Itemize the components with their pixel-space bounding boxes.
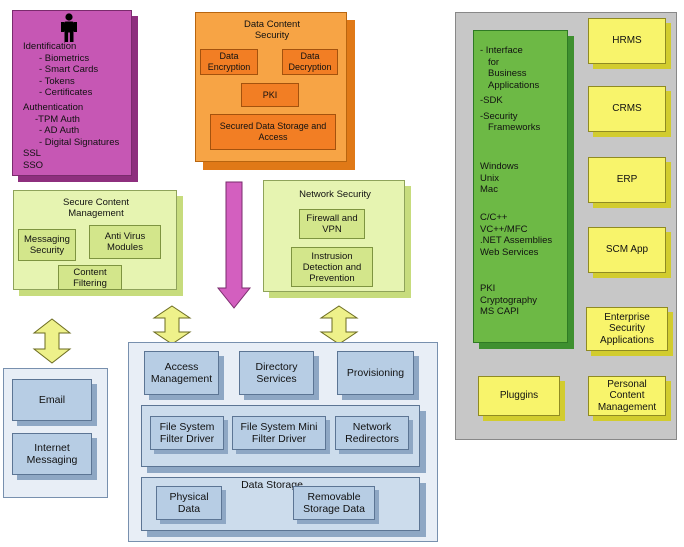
interface-item: Applications [488, 79, 540, 91]
crypto-item: MS CAPI [480, 306, 520, 317]
identity-box: Identification - Biometrics - Smart Card… [12, 10, 132, 176]
interface-item: Frameworks [488, 122, 541, 133]
pki-box: PKI [241, 83, 299, 107]
data-storage-group: Data Storage Physical Data Removable Sto… [141, 477, 420, 531]
language-item: Web Services [480, 246, 539, 258]
crypto-item: Cryptography [480, 294, 538, 306]
crypto-list: PKI Cryptography MS CAPI [480, 283, 564, 318]
erp-box: ERP [588, 157, 666, 203]
down-arrow-icon [216, 181, 252, 309]
sso-label: SSO [23, 159, 44, 171]
os-item: Windows [480, 161, 519, 172]
provisioning-box: Provisioning [337, 351, 414, 395]
removable-storage-box: Removable Storage Data [293, 486, 375, 520]
enterprise-security-box: Enterprise Security Applications [586, 307, 668, 351]
crms-box: CRMS [588, 86, 666, 132]
interface-item: -Security [480, 110, 518, 122]
interface-item: -SDK [480, 95, 503, 106]
language-item: .NET Assemblies [480, 235, 553, 246]
authentication-item: - Digital Signatures [39, 136, 120, 148]
secure-content-management-box: Secure Content Management Messaging Secu… [13, 190, 177, 290]
identification-item: - Certificates [39, 87, 93, 98]
identification-item: - Smart Cards [39, 64, 99, 75]
pluggins-box: Pluggins [478, 376, 560, 416]
content-filtering-box: Content Filtering [58, 265, 122, 290]
interface-item: for [488, 56, 500, 68]
network-security-title: Network Security [299, 188, 371, 200]
scm-app-box: SCM App [588, 227, 666, 273]
identification-item: - Biometrics [39, 52, 90, 64]
os-item: Unix [480, 172, 500, 184]
data-content-security-title: Data Content Security [244, 19, 300, 41]
interface-list: - Interface for Business Applications -S… [480, 45, 564, 134]
os-item: Mac [480, 184, 498, 195]
double-arrow-icon [319, 305, 359, 345]
authentication-title: Authentication [23, 102, 84, 113]
os-list: Windows Unix Mac [480, 161, 564, 196]
data-decryption-box: Data Decryption [282, 49, 338, 75]
language-item: C/C++ [480, 212, 508, 223]
interface-item: Business [488, 68, 527, 79]
directory-services-box: Directory Services [239, 351, 314, 395]
authentication-item: -TPM Auth [35, 113, 80, 125]
services-panel: Access Management Directory Services Pro… [128, 342, 438, 542]
language-item: VC++/MFC [480, 223, 528, 235]
double-arrow-icon [32, 318, 72, 364]
languages-list: C/C++ VC++/MFC .NET Assemblies Web Servi… [480, 212, 566, 258]
data-encryption-box: Data Encryption [200, 49, 258, 75]
identification-item: - Tokens [39, 75, 75, 87]
ssl-label: SSL [23, 148, 41, 159]
access-management-box: Access Management [144, 351, 219, 395]
email-box: Email [12, 379, 92, 421]
internet-messaging-box: Internet Messaging [12, 433, 92, 475]
authentication-item: - AD Auth [39, 125, 80, 136]
fs-mini-filter-box: File System Mini Filter Driver [232, 416, 326, 450]
messaging-panel: Email Internet Messaging [3, 368, 108, 498]
identification-title: Identification [23, 41, 77, 52]
anti-virus-box: Anti Virus Modules [89, 225, 161, 259]
network-security-box: Network Security Firewall and VPN Instru… [263, 180, 405, 292]
intrusion-detection-box: Instrusion Detection and Prevention [291, 247, 373, 287]
firewall-vpn-box: Firewall and VPN [299, 209, 365, 239]
messaging-security-box: Messaging Security [18, 229, 76, 261]
data-storage-title: Data Storage [241, 479, 303, 491]
interface-item: - Interface [480, 45, 523, 56]
crypto-item: PKI [480, 283, 496, 294]
personal-content-box: Personal Content Management [588, 376, 666, 416]
fs-filter-driver-box: File System Filter Driver [150, 416, 224, 450]
secure-content-title: Secure Content Management [62, 197, 129, 219]
physical-data-box: Physical Data [156, 486, 222, 520]
double-arrow-icon [152, 305, 192, 345]
drivers-group: File System Filter Driver File System Mi… [141, 405, 420, 467]
secured-storage-box: Secured Data Storage and Access [210, 114, 336, 150]
network-redirectors-box: Network Redirectors [335, 416, 409, 450]
data-content-security-box: Data Content Security Data Encryption Da… [195, 12, 347, 162]
platform-bar: - Interface for Business Applications -S… [473, 30, 568, 343]
hrms-box: HRMS [588, 18, 666, 64]
person-icon [61, 13, 77, 42]
